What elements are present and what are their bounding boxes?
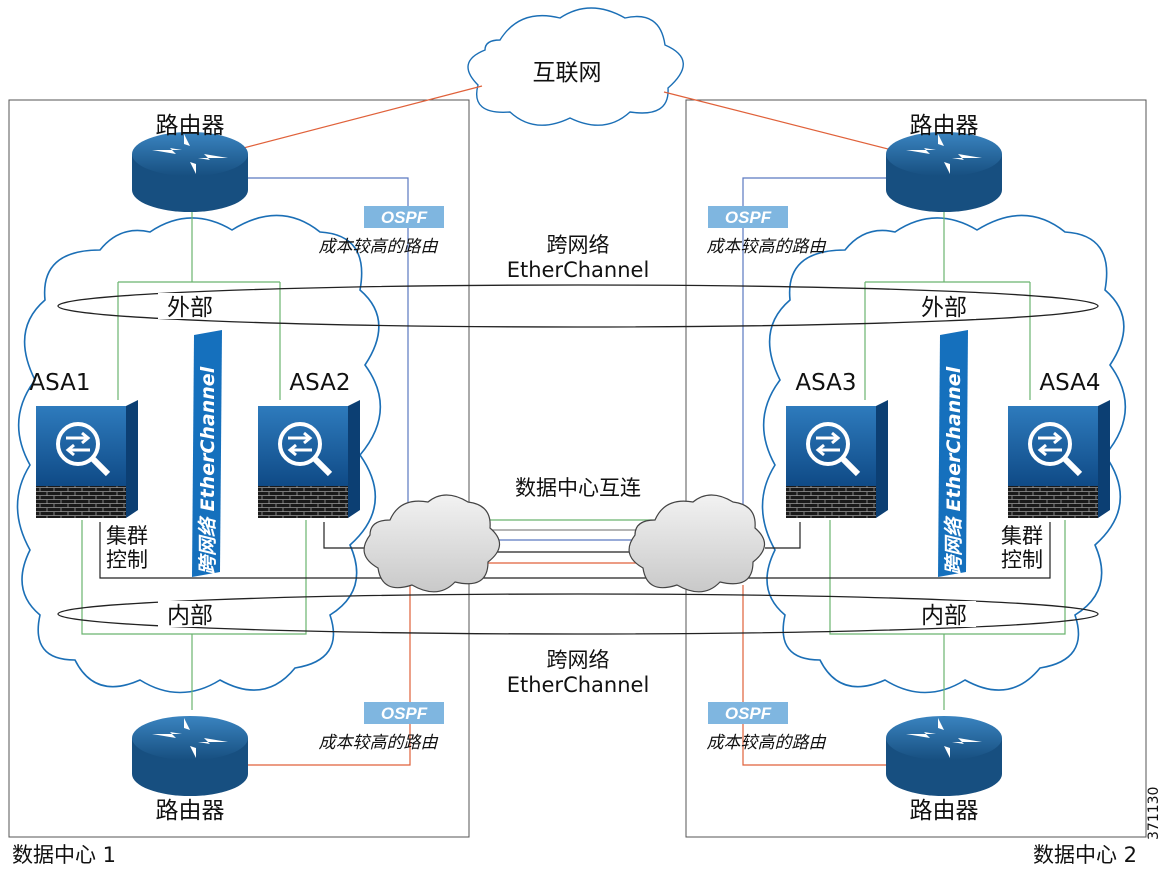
svg-text:成本较高的路由: 成本较高的路由 xyxy=(319,733,439,753)
asa-firewall-icon xyxy=(36,400,138,518)
router-label-top-right: 路由器 xyxy=(910,113,979,139)
datacenter-1-frame xyxy=(8,99,470,838)
asa-firewall-icon xyxy=(1008,400,1110,518)
ospf-badge-top-right: OSPF 成本较高的路由 xyxy=(707,206,827,257)
datacenter-1-label: 数据中心 1 xyxy=(12,843,116,867)
ospf-path-bottom-right xyxy=(742,585,888,766)
outside-etherchannel-ellipse xyxy=(57,284,1099,328)
ospf-path-top-right xyxy=(742,177,888,520)
cluster-control-label-right: 集群 控制 xyxy=(998,522,1046,572)
svg-text:成本较高的路由: 成本较高的路由 xyxy=(707,237,827,257)
svg-text:跨网络 EtherChannel: 跨网络 EtherChannel xyxy=(197,366,219,575)
svg-text:外部: 外部 xyxy=(167,295,213,321)
internet-link-left xyxy=(227,85,483,153)
svg-text:控制: 控制 xyxy=(1001,548,1043,572)
svg-text:OSPF: OSPF xyxy=(725,208,772,227)
green-links-right xyxy=(829,212,1066,710)
svg-text:跨网络 EtherChannel: 跨网络 EtherChannel xyxy=(943,366,965,575)
spanned-ec-top-cn: 跨网络 xyxy=(547,233,610,257)
router-icon xyxy=(886,132,1002,212)
asa-firewall-icon xyxy=(786,400,888,518)
ospf-badge-bottom-left: OSPF 成本较高的路由 xyxy=(319,702,444,753)
spanned-ec-bottom-cn: 跨网络 xyxy=(547,648,610,672)
figure-id: 371130 xyxy=(1146,787,1162,840)
asa4-label: ASA4 xyxy=(1039,370,1100,396)
ospf-badge-top-left: OSPF 成本较高的路由 xyxy=(319,206,444,257)
green-links-left xyxy=(81,212,307,710)
inside-label-right: 内部 xyxy=(912,601,976,629)
router-icon xyxy=(886,716,1002,796)
asa1-label: ASA1 xyxy=(29,370,90,396)
router-label-bottom-left: 路由器 xyxy=(156,798,225,824)
svg-text:内部: 内部 xyxy=(167,603,213,629)
cluster-control-links xyxy=(99,522,1051,579)
svg-text:OSPF: OSPF xyxy=(381,208,428,227)
svg-text:成本较高的路由: 成本较高的路由 xyxy=(707,733,827,753)
cluster-control-label-left: 集群 控制 xyxy=(103,522,151,572)
spanned-ec-bottom-en: EtherChannel xyxy=(507,673,650,697)
dci-cloud-right xyxy=(628,494,766,593)
internet-cloud xyxy=(467,7,684,126)
router-icon xyxy=(132,716,248,796)
datacenter-2-label: 数据中心 2 xyxy=(1033,843,1137,867)
outside-label-right: 外部 xyxy=(912,293,976,321)
vertical-etherchannel-right: 跨网络 EtherChannel xyxy=(938,330,968,577)
dci-label: 数据中心互连 xyxy=(515,476,641,500)
datacenter-2-frame xyxy=(685,99,1147,838)
asa3-label: ASA3 xyxy=(795,370,856,396)
svg-text:控制: 控制 xyxy=(106,548,148,572)
outside-label-left: 外部 xyxy=(158,293,222,321)
svg-text:OSPF: OSPF xyxy=(381,704,428,723)
asa2-label: ASA2 xyxy=(289,370,350,396)
ospf-badge-bottom-right: OSPF 成本较高的路由 xyxy=(707,702,827,753)
router-label-top-left: 路由器 xyxy=(156,113,225,139)
svg-text:外部: 外部 xyxy=(921,295,967,321)
ospf-path-top-left xyxy=(248,177,409,520)
svg-text:集群: 集群 xyxy=(106,524,148,548)
inside-etherchannel-ellipse xyxy=(57,593,1099,635)
ospf-path-bottom-left xyxy=(248,585,411,766)
internet-label: 互联网 xyxy=(533,60,602,86)
vertical-etherchannel-left: 跨网络 EtherChannel xyxy=(192,330,222,577)
inside-label-left: 内部 xyxy=(158,601,222,629)
svg-text:OSPF: OSPF xyxy=(725,704,772,723)
spanned-ec-top-en: EtherChannel xyxy=(507,258,650,282)
asa-firewall-icon xyxy=(258,400,360,518)
svg-text:集群: 集群 xyxy=(1001,524,1043,548)
router-icon xyxy=(132,132,248,212)
dci-cloud-left xyxy=(363,494,501,593)
svg-text:内部: 内部 xyxy=(921,603,967,629)
router-label-bottom-right: 路由器 xyxy=(910,798,979,824)
internet-link-right xyxy=(663,91,901,153)
svg-text:成本较高的路由: 成本较高的路由 xyxy=(319,237,439,257)
